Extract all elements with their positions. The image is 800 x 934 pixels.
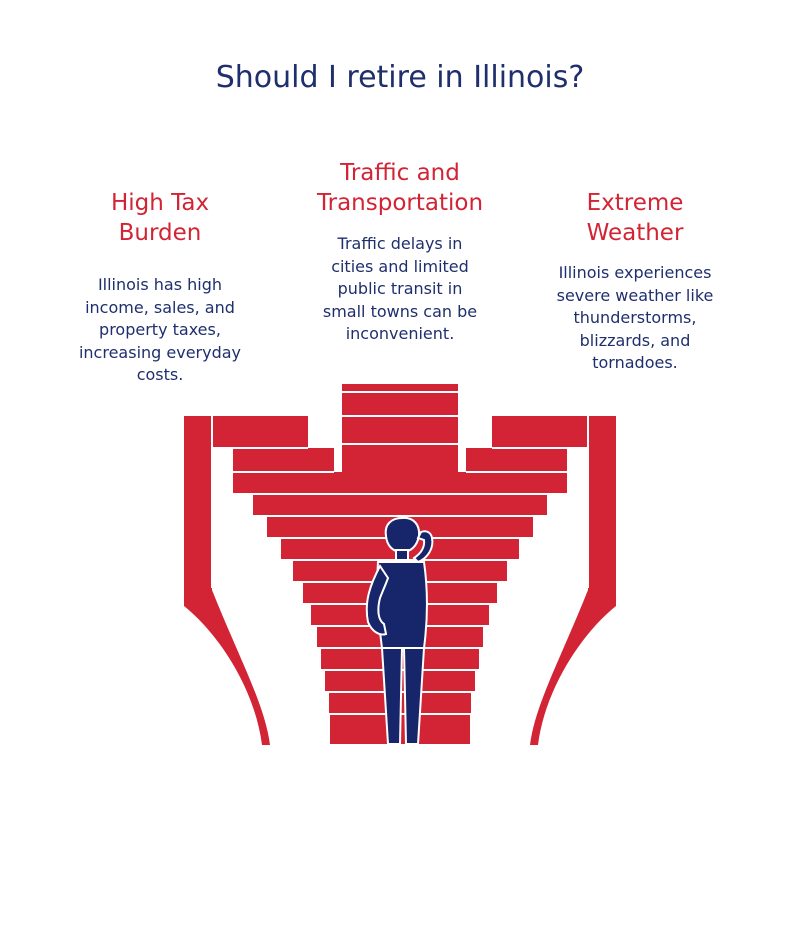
column-description: Traffic delays in cities and limited pub…: [322, 234, 478, 343]
staircase-step-lines: [211, 391, 589, 715]
thinking-person-icon: [365, 516, 434, 745]
column-description: Illinois experiences severe weather like…: [556, 263, 714, 372]
column-heading: Extreme Weather: [586, 190, 684, 246]
column-heading: Traffic and Transportation: [316, 160, 484, 216]
column-traffic-and-transportation: Traffic and Transportation Traffic delay…: [290, 158, 510, 346]
column-high-tax-burden: High Tax Burden Illinois has high income…: [60, 188, 260, 387]
column-heading: High Tax Burden: [110, 190, 210, 246]
page-title: Should I retire in Illinois?: [215, 60, 585, 95]
column-extreme-weather: Extreme Weather Illinois experiences sev…: [535, 188, 735, 375]
column-description: Illinois has high income, sales, and pro…: [78, 275, 242, 384]
